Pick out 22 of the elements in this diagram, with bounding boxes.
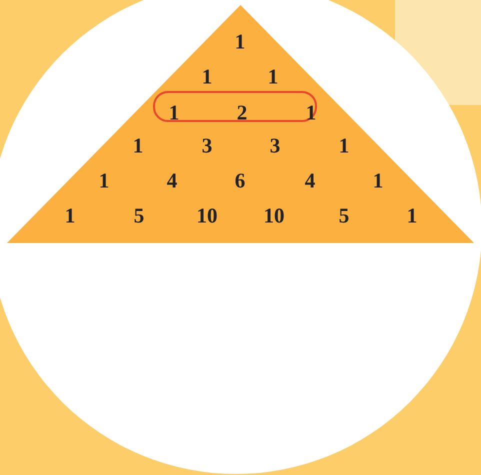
- number: 3: [202, 136, 212, 156]
- number: 3: [270, 136, 280, 156]
- number: 6: [234, 170, 246, 192]
- number: 1: [372, 170, 384, 192]
- number: 4: [304, 170, 316, 192]
- number: 10: [264, 206, 284, 226]
- number: 1: [98, 170, 110, 192]
- number: 1: [338, 136, 350, 156]
- number: 1: [202, 66, 212, 88]
- number: 1: [234, 32, 246, 52]
- number: 4: [166, 170, 178, 192]
- number: 1: [132, 136, 144, 156]
- number: 1: [306, 102, 316, 124]
- number: 10: [196, 206, 218, 226]
- number: 2: [236, 102, 248, 124]
- number: 1: [268, 66, 278, 88]
- highlight-outline: [153, 91, 317, 122]
- number: 1: [64, 206, 76, 226]
- number: 1: [406, 206, 418, 226]
- number: 1: [168, 102, 180, 124]
- number: 5: [338, 206, 350, 226]
- number: 5: [134, 206, 144, 226]
